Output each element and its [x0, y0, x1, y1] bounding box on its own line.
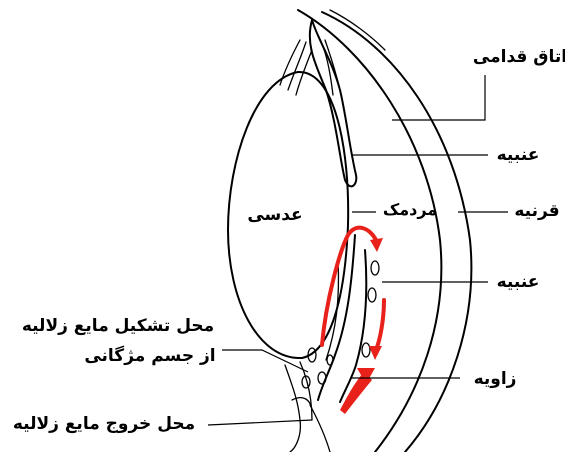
cornea-outline — [298, 10, 471, 452]
label-cornea: قرنیه — [514, 201, 559, 221]
ciliary-bottom — [285, 362, 330, 452]
label-pupil: مردمک — [383, 200, 437, 219]
label-angle: زاویه — [474, 369, 517, 389]
ciliary-top — [280, 40, 312, 95]
label-iris-top: عنبیه — [497, 145, 540, 165]
label-formation-line1: محل تشکیل مایع زلالیه — [22, 316, 214, 336]
leader-lines — [208, 75, 508, 425]
label-anterior-chamber: اتاق قدامی — [473, 47, 565, 67]
label-outflow: محل خروج مایع زلالیه — [13, 414, 195, 434]
label-lens: عدسی — [247, 205, 302, 225]
label-formation-line2: از جسم مژگانی — [84, 345, 215, 366]
label-iris-mid: عنبیه — [497, 272, 540, 292]
